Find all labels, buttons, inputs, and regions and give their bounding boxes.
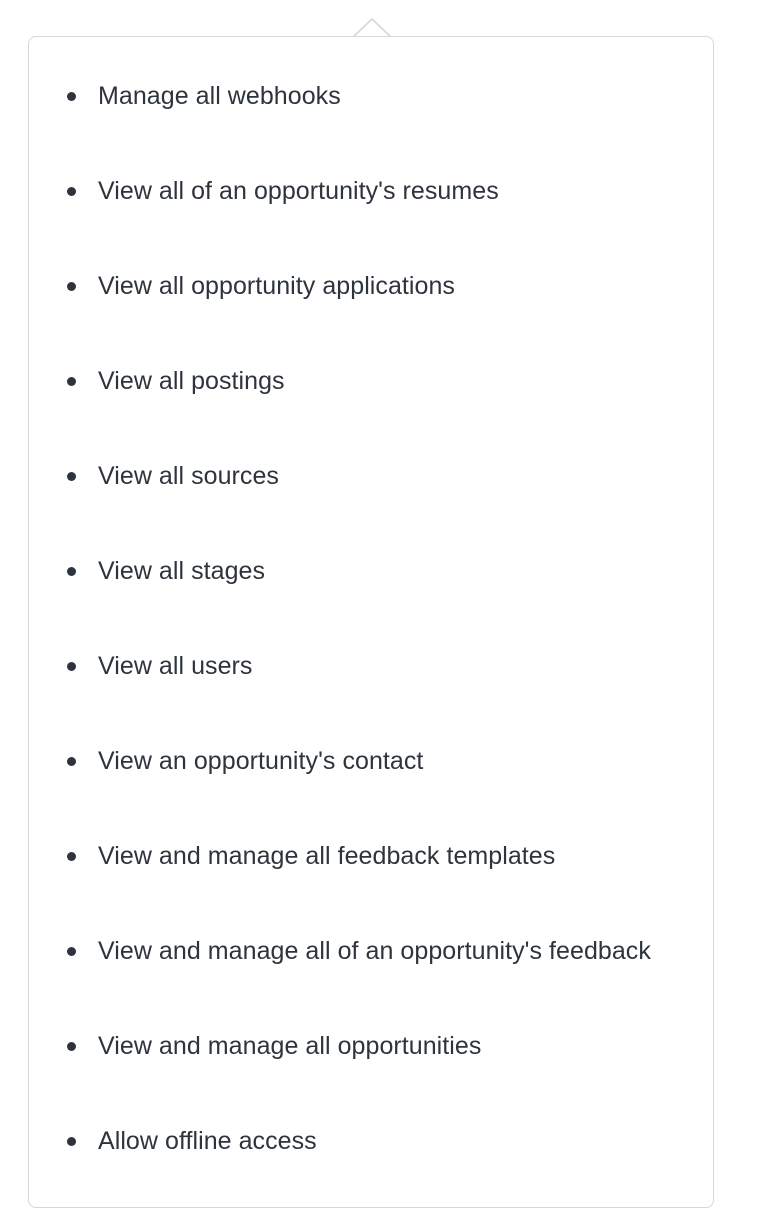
- bullet-icon: [67, 377, 76, 386]
- permission-label: View all opportunity applications: [98, 272, 455, 300]
- permission-label: Allow offline access: [98, 1127, 317, 1155]
- list-item: View and manage all opportunities: [55, 1021, 687, 1072]
- popover-arrow-up-icon: [351, 17, 393, 39]
- popover-card: Manage all webhooks View all of an oppor…: [28, 36, 714, 1208]
- list-item: View all of an opportunity's resumes: [55, 166, 687, 217]
- bullet-icon: [67, 947, 76, 956]
- permission-label: View and manage all opportunities: [98, 1032, 482, 1060]
- bullet-icon: [67, 92, 76, 101]
- permission-label: View all sources: [98, 462, 279, 490]
- list-item: View all opportunity applications: [55, 261, 687, 312]
- list-item: View all sources: [55, 451, 687, 502]
- bullet-icon: [67, 1042, 76, 1051]
- bullet-icon: [67, 1137, 76, 1146]
- list-item: View all postings: [55, 356, 687, 407]
- bullet-icon: [67, 757, 76, 766]
- bullet-icon: [67, 282, 76, 291]
- bullet-icon: [67, 852, 76, 861]
- permission-label: View all stages: [98, 557, 266, 585]
- list-item: View all users: [55, 641, 687, 692]
- permission-label: View all of an opportunity's resumes: [98, 177, 499, 205]
- permission-label: View all users: [98, 652, 253, 680]
- bullet-icon: [67, 662, 76, 671]
- list-item: Allow offline access: [55, 1116, 687, 1167]
- bullet-icon: [67, 187, 76, 196]
- permission-label: View an opportunity's contact: [98, 747, 424, 775]
- permissions-list: Manage all webhooks View all of an oppor…: [55, 71, 687, 1167]
- list-item: View all stages: [55, 546, 687, 597]
- list-item: Manage all webhooks: [55, 71, 687, 122]
- permission-label: View all postings: [98, 367, 285, 395]
- bullet-icon: [67, 567, 76, 576]
- list-item: View and manage all feedback templates: [55, 831, 687, 882]
- permission-label: Manage all webhooks: [98, 82, 341, 110]
- list-item: View an opportunity's contact: [55, 736, 687, 787]
- permission-label: View and manage all of an opportunity's …: [98, 937, 651, 965]
- bullet-icon: [67, 472, 76, 481]
- permission-label: View and manage all feedback templates: [98, 842, 556, 870]
- list-item: View and manage all of an opportunity's …: [55, 926, 687, 977]
